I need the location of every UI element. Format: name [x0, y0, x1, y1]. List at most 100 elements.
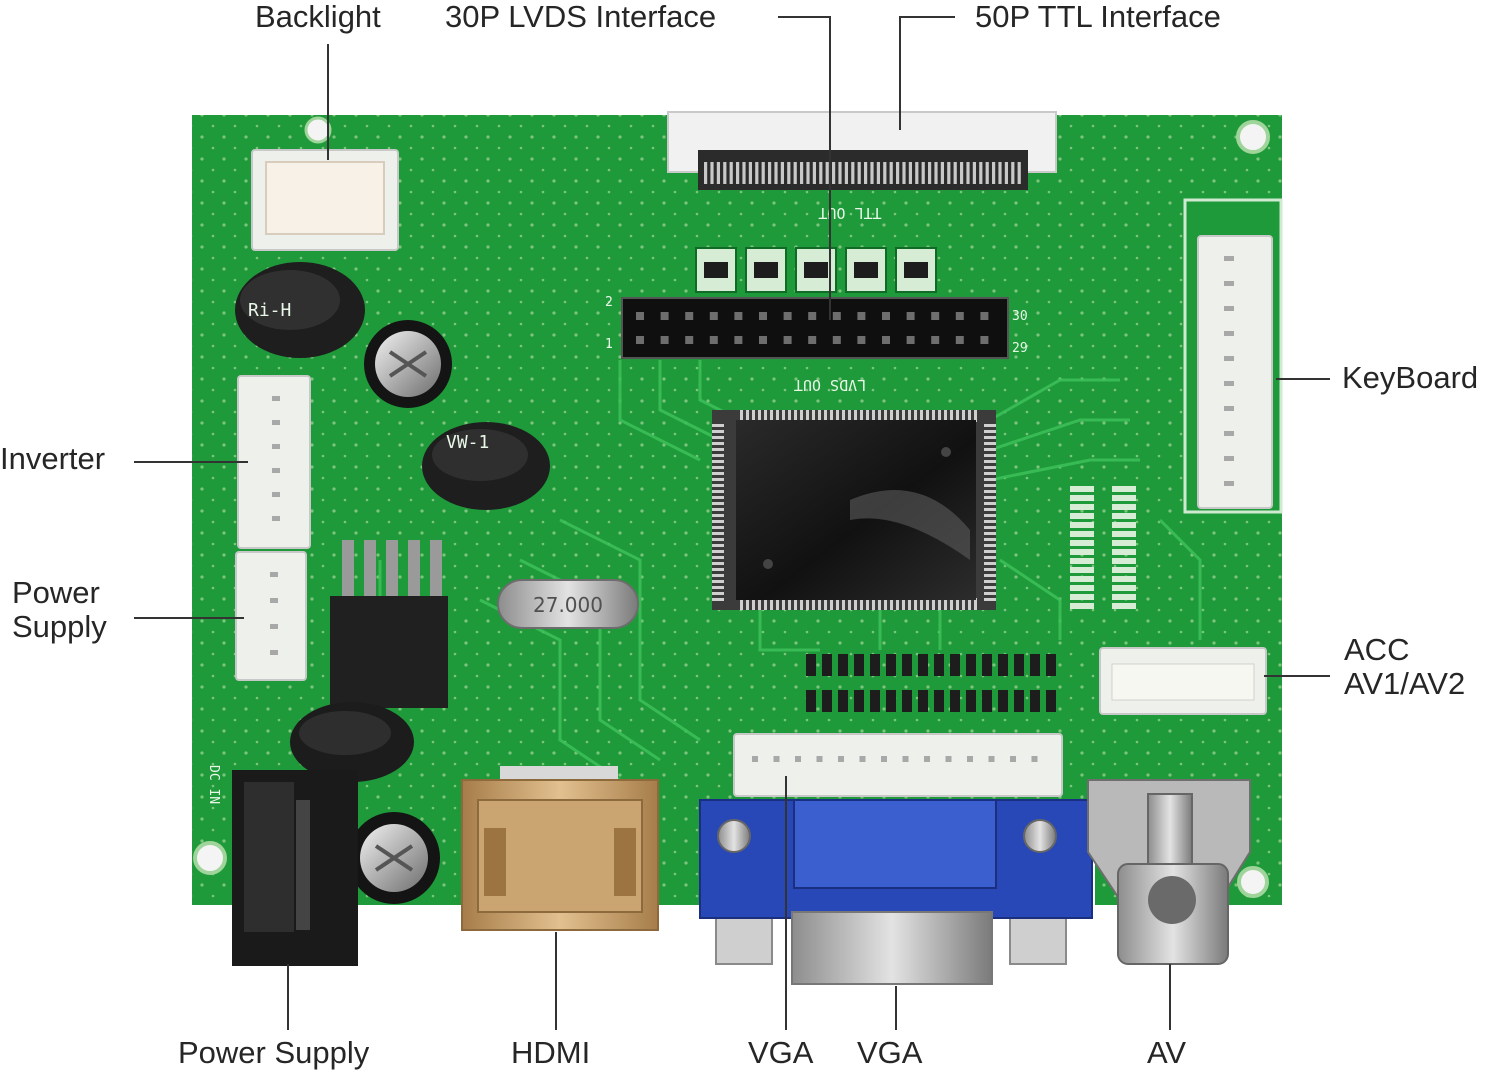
chip-lead	[842, 598, 845, 610]
ttl-pin	[832, 162, 836, 184]
chip-lead	[712, 442, 724, 445]
keyboard-pin	[1224, 381, 1234, 386]
chip-lead	[758, 410, 761, 422]
smd-resistor	[982, 690, 992, 712]
smd-resistor	[934, 654, 944, 676]
ttl-pin	[883, 162, 887, 184]
chip-lead	[890, 598, 893, 610]
inductor-2: VW-1	[422, 422, 550, 510]
chip-lead	[746, 410, 749, 422]
smd-resistor	[998, 690, 1008, 712]
smd-resistor	[870, 690, 880, 712]
chip-lead	[712, 496, 724, 499]
label-acc-av: ACC AV1/AV2	[1344, 632, 1465, 701]
inverter-pin	[272, 516, 280, 521]
chip-lead	[932, 598, 935, 610]
ttl-pin	[934, 162, 938, 184]
smd-resistor	[1070, 495, 1094, 501]
smd-resistor	[1112, 504, 1136, 510]
chip-lead	[984, 508, 996, 511]
chip-lead	[712, 580, 724, 583]
chip-lead	[712, 490, 724, 493]
chip-lead	[800, 410, 803, 422]
vga-header-pin	[1010, 756, 1016, 762]
chip-lead	[896, 598, 899, 610]
ttl-pin	[729, 162, 733, 184]
smd-resistor	[886, 654, 896, 676]
smd-resistor	[1070, 585, 1094, 591]
smd-resistor	[934, 690, 944, 712]
mount-hole-top-right	[1236, 120, 1270, 154]
chip-lead	[984, 580, 996, 583]
smd-resistor	[1112, 540, 1136, 546]
chip-lead	[962, 598, 965, 610]
chip-lead	[776, 410, 779, 422]
chip-lead	[712, 550, 724, 553]
chip-lead	[712, 448, 724, 451]
crystal-oscillator: 27.000	[497, 579, 639, 629]
keyboard-pin	[1224, 281, 1234, 286]
smd-resistor	[1070, 594, 1094, 600]
lvds-pin	[734, 336, 743, 344]
main-controller-chip	[712, 410, 996, 610]
ttl-pin	[889, 162, 893, 184]
chip-lead	[712, 598, 724, 601]
ttl-pin	[704, 162, 708, 184]
chip-lead	[902, 598, 905, 610]
power-supply-side-connector	[235, 551, 307, 681]
smd-array-body	[904, 262, 928, 278]
smd-resistor	[1030, 654, 1040, 676]
chip-lead	[788, 598, 791, 610]
dc-jack: DC IN	[206, 765, 358, 966]
chip-lead	[758, 598, 761, 610]
leader-lines	[134, 16, 1330, 1030]
chip-lead	[712, 586, 724, 589]
lvds-pin	[636, 312, 644, 320]
smd-resistor	[1112, 513, 1136, 519]
chip-lead	[712, 508, 724, 511]
smd-resistor	[950, 690, 960, 712]
lvds-pin-2-label: 2	[605, 295, 613, 310]
leader-lvds	[778, 16, 831, 320]
ttl-pin	[793, 162, 797, 184]
chip-lead	[890, 410, 893, 422]
smd-resistor	[1070, 486, 1094, 492]
ttl-pin	[768, 162, 772, 184]
ttl-pin	[1011, 162, 1015, 184]
smd-resistor	[1112, 594, 1136, 600]
chip-lead	[800, 598, 803, 610]
ttl-pin	[972, 162, 976, 184]
smd-resistor	[902, 654, 912, 676]
chip-lead	[984, 550, 996, 553]
lvds-pin	[636, 336, 644, 344]
lvds-pin	[808, 312, 817, 320]
smd-resistor	[1014, 654, 1024, 676]
chip-lead	[712, 472, 724, 475]
keyboard-pin	[1224, 406, 1234, 411]
smd-resistor	[918, 654, 928, 676]
chip-lead	[984, 520, 996, 523]
chip-lead	[956, 598, 959, 610]
chip-lead	[752, 410, 755, 422]
vga-header-pin	[838, 756, 844, 762]
chip-lead	[776, 598, 779, 610]
lvds-pin	[931, 336, 940, 344]
chip-lead	[956, 410, 959, 422]
chip-lead	[984, 496, 996, 499]
smd-resistor	[1112, 531, 1136, 537]
chip-lead	[740, 598, 743, 610]
smd-resistor	[854, 654, 864, 676]
chip-lead	[788, 410, 791, 422]
ttl-pin	[710, 162, 714, 184]
ttl-out-silkscreen: TTL OUT	[818, 204, 881, 222]
chip-lead	[984, 478, 996, 481]
mount-hole-top-left	[304, 116, 332, 144]
vga-header-pin	[816, 756, 823, 762]
smd-resistor	[1014, 690, 1024, 712]
smd-resistor	[1112, 486, 1136, 492]
label-keyboard: KeyBoard	[1342, 360, 1479, 395]
crystal-label: 27.000	[533, 593, 603, 617]
chip-lead	[974, 410, 977, 422]
power-supply-pin	[270, 598, 278, 603]
